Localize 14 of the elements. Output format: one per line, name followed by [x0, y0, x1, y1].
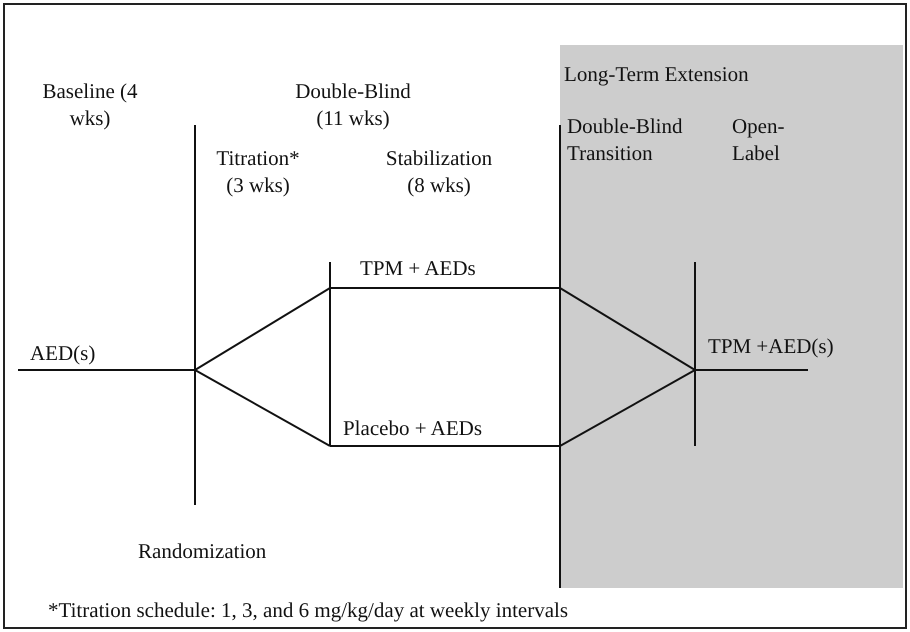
section-heading: Long-Term Extension — [564, 61, 749, 88]
arm-label: Placebo + AEDs — [343, 415, 482, 442]
phase-label: Double-Blind Transition — [567, 113, 684, 167]
phase-label: Titration* (3 wks) — [215, 145, 301, 199]
footnote: *Titration schedule: 1, 3, and 6 mg/kg/day at weekly intervals — [48, 597, 568, 624]
phase-label: Open-Label — [732, 113, 786, 167]
phase-label: Stabilization (8 wks) — [384, 145, 494, 199]
phase-label: Baseline (4 wks) — [42, 78, 138, 132]
arm-label: TPM +AED(s) — [708, 333, 834, 360]
shaded-band — [560, 45, 903, 588]
event-label: Randomization — [138, 538, 266, 565]
arm-label: TPM + AEDs — [360, 255, 476, 282]
arm-label: AED(s) — [30, 340, 96, 367]
phase-label: Double-Blind (11 wks) — [294, 78, 412, 132]
